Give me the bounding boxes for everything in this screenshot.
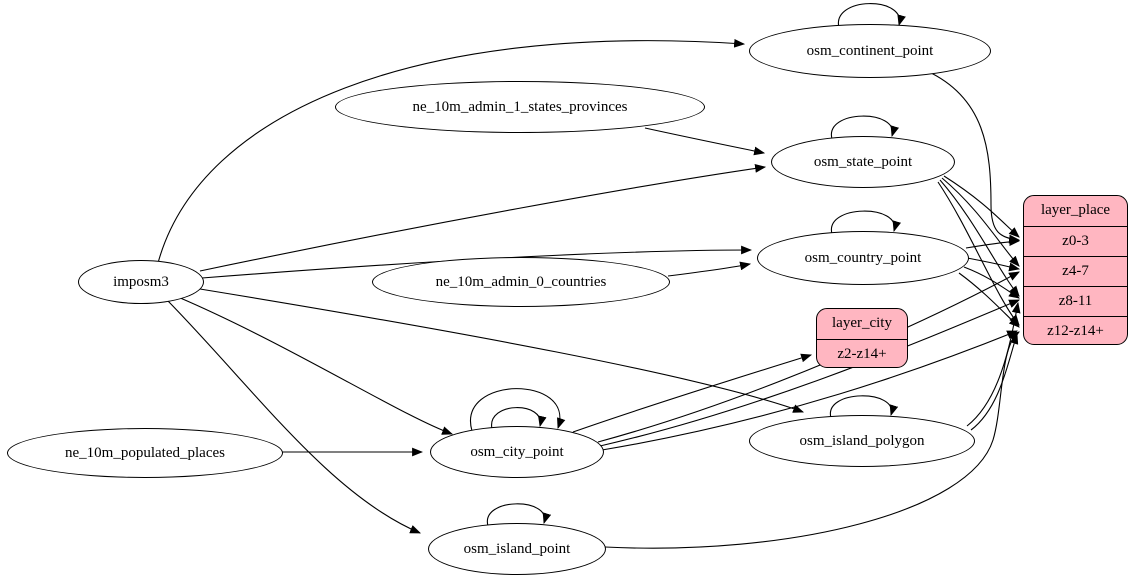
- node-layer-city: layer_city z2-z14+: [816, 308, 908, 368]
- layer-place-row-z0-3: z0-3: [1024, 226, 1127, 256]
- node-osm-state-point: osm_state_point: [771, 136, 955, 188]
- node-imposm3: imposm3: [78, 260, 204, 304]
- node-osm-island-polygon: osm_island_polygon: [749, 415, 975, 467]
- edge-ne10m_states-osm_state_point: [644, 127, 766, 156]
- edge-loop-inner-osm_city_point: [491, 407, 547, 430]
- edge-loop-osm_country_point: [831, 210, 902, 235]
- edge-osm_city_point-z12: [601, 330, 1019, 451]
- node-layer-place: layer_place z0-3 z4-7 z8-11 z12-z14+: [1023, 195, 1128, 345]
- edge-osm_state_point-z8-11: [939, 179, 1020, 297]
- edge-imposm3-osm_island_polygon: [199, 288, 805, 413]
- edge-osm_country_point-z4-7: [966, 257, 1021, 272]
- edge-osm_country_point-z12: [958, 272, 1020, 328]
- node-ne-10m-admin-0-countries-label: ne_10m_admin_0_countries: [435, 273, 607, 290]
- edge-osm_city_point-layer_city: [572, 353, 813, 433]
- node-imposm3-label: imposm3: [113, 273, 169, 290]
- node-ne-10m-admin-1-states-provinces-label: ne_10m_admin_1_states_provinces: [412, 98, 628, 115]
- edge-osm_city_point-z4-7: [597, 271, 1020, 443]
- node-osm-island-point-label: osm_island_point: [463, 540, 571, 557]
- edge-loop-osm_island_polygon: [830, 395, 899, 419]
- layer-place-row-z4-7: z4-7: [1024, 256, 1127, 286]
- edge-imposm3-osm_island_point: [167, 300, 422, 534]
- edge-osm_country_point-z0-3: [965, 237, 1021, 249]
- node-osm-country-point: osm_country_point: [757, 231, 969, 285]
- edge-osm_island_point-z12: [604, 331, 1020, 549]
- node-ne-10m-admin-1-states-provinces: ne_10m_admin_1_states_provinces: [335, 81, 705, 133]
- edge-osm_island_polygon-z8-11: [966, 301, 1021, 427]
- node-osm-city-point: osm_city_point: [430, 426, 604, 478]
- edge-imposm3-osm_city_point: [177, 296, 454, 435]
- layer-place-row-z8-11: z8-11: [1024, 286, 1127, 316]
- node-ne-10m-populated-places-label: ne_10m_populated_places: [65, 444, 225, 461]
- node-osm-continent-point-label: osm_continent_point: [806, 42, 934, 59]
- node-osm-country-point-label: osm_country_point: [804, 249, 922, 266]
- node-osm-island-point: osm_island_point: [428, 523, 606, 575]
- edge-loop-osm_island_point: [487, 503, 552, 527]
- edge-loop-outer-osm_city_point: [469, 388, 566, 432]
- edge-osm_state_point-z0-3: [943, 175, 1020, 238]
- edge-osm_city_point-z8-11: [599, 299, 1021, 447]
- node-osm-island-polygon-label: osm_island_polygon: [799, 432, 925, 449]
- edge-osm_island_polygon-z12: [970, 332, 1019, 431]
- node-ne-10m-populated-places: ne_10m_populated_places: [7, 428, 283, 478]
- edge-ne10m_countries-osm_country_point: [667, 261, 752, 277]
- edge-osm_country_point-z8-11: [963, 266, 1020, 299]
- edge-osm_state_point-z4-7: [941, 177, 1020, 267]
- edge-imposm3-osm_state_point: [199, 164, 767, 272]
- node-ne-10m-admin-0-countries: ne_10m_admin_0_countries: [372, 257, 670, 307]
- edge-loop-osm_continent_point: [838, 3, 906, 29]
- node-osm-city-point-label: osm_city_point: [470, 443, 564, 460]
- layer-place-row-z12-z14: z12-z14+: [1024, 316, 1127, 344]
- edge-imposm3-osm_continent_point: [157, 38, 746, 264]
- node-osm-state-point-label: osm_state_point: [813, 153, 913, 170]
- node-osm-continent-point: osm_continent_point: [749, 24, 991, 78]
- edge-loop-osm_state_point: [831, 115, 900, 140]
- layer-city-title: layer_city: [832, 315, 892, 331]
- edge-osm_continent_point-z0-3: [926, 70, 1021, 244]
- layer-place-title: layer_place: [1040, 202, 1111, 218]
- layer-city-row-z2-z14: z2-z14+: [817, 339, 907, 367]
